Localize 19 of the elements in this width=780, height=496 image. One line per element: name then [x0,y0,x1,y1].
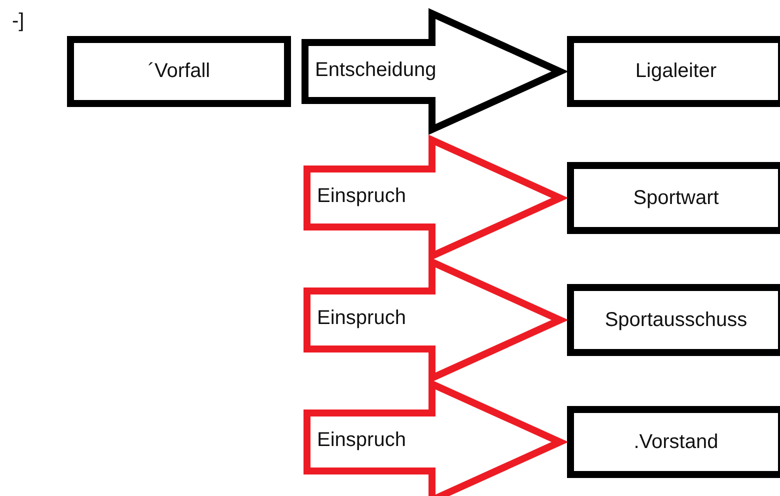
block-arrow [302,8,568,135]
edge-label: Entscheidung [315,58,436,80]
edge-label: Einspruch [317,307,406,329]
block-arrow [304,378,568,496]
process-box [567,406,780,478]
box-label: Ligaleiter [635,60,717,83]
process-box [567,162,780,234]
process-box [567,36,780,107]
box-label: Sportausschuss [604,308,748,332]
process-box [67,36,291,107]
block-arrow [304,134,568,262]
box-label: .Vorstand [634,430,718,454]
edge-label: Einspruch [317,429,406,451]
process-box [567,284,780,356]
edge-label: Einspruch [317,185,406,207]
note-text: -] [12,10,24,33]
box-label: Sportwart [633,186,719,210]
block-arrow [304,256,568,384]
box-label: ´Vorfall [148,60,210,83]
